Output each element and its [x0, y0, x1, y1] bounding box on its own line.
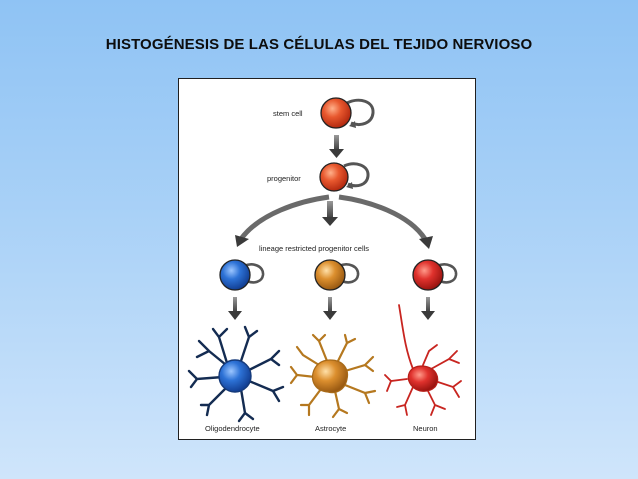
astro-progenitor-cell: [314, 259, 360, 291]
slide-title: HISTOGÉNESIS DE LAS CÉLULAS DEL TEJIDO N…: [105, 36, 533, 53]
neuron-cell: [384, 304, 462, 416]
diagram-svg: stem cell progenitor lineage restricted …: [187, 97, 462, 433]
lineage-label: lineage restricted progenitor cells: [259, 244, 369, 253]
oligo-progenitor-cell: [219, 259, 265, 291]
neuron-progenitor-cell: [412, 259, 458, 291]
neuron-label: Neuron: [413, 424, 438, 433]
oligodendrocyte-cell: [187, 325, 285, 423]
stem-cell-label: stem cell: [273, 109, 303, 118]
oligodendrocyte-label: Oligodendrocyte: [205, 424, 260, 433]
astrocyte-label: Astrocyte: [315, 424, 346, 433]
progenitor-label: progenitor: [267, 174, 301, 183]
astrocyte-cell: [289, 333, 377, 419]
arrows-to-mature-cells: [228, 297, 435, 320]
histogenesis-diagram: stem cell progenitor lineage restricted …: [178, 78, 476, 440]
progenitor-cell: [319, 162, 370, 192]
arrow-stem-to-progenitor: [329, 135, 344, 158]
stem-cell: [320, 97, 375, 129]
branch-arrows: [235, 194, 433, 249]
